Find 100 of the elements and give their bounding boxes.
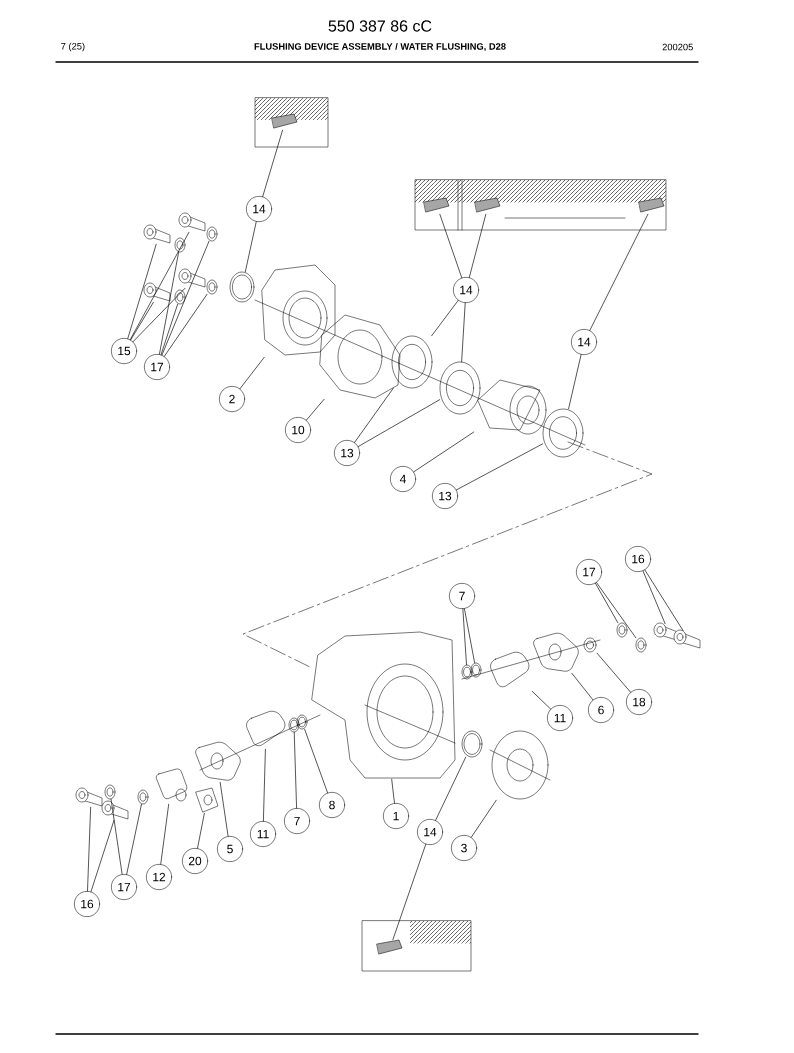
washer <box>635 637 647 653</box>
leader-line <box>391 778 395 804</box>
screw <box>75 787 103 807</box>
seal-section <box>638 197 665 213</box>
fitting <box>533 632 579 672</box>
leader-line <box>304 728 328 794</box>
screw <box>178 212 206 232</box>
leader-line <box>413 431 475 473</box>
callout-number: 20 <box>182 848 208 874</box>
callout-number: 17 <box>144 354 170 380</box>
callout-number: 13 <box>334 440 360 466</box>
callout-number: 5 <box>217 836 243 862</box>
leader-line <box>160 803 170 865</box>
leader-line <box>161 240 210 356</box>
callout-number: 14 <box>571 329 597 355</box>
sleeve <box>477 379 547 435</box>
leader-line <box>239 356 265 390</box>
plug <box>583 637 597 653</box>
leader-line <box>263 748 266 822</box>
leader-line <box>90 819 115 893</box>
washer <box>174 289 186 305</box>
leader-line <box>596 652 631 693</box>
washer <box>206 226 218 242</box>
leader-line <box>642 570 666 625</box>
leader-line <box>470 799 497 838</box>
callout-number: 14 <box>246 196 272 222</box>
leader-line <box>357 399 441 447</box>
o-ring <box>288 717 300 733</box>
washer <box>616 622 628 638</box>
nut <box>195 787 219 813</box>
end-cap <box>491 730 549 800</box>
fitting <box>195 741 241 781</box>
leader-line <box>461 302 466 363</box>
leader-line <box>568 354 582 410</box>
callout-number: 17 <box>576 559 602 585</box>
callout-number: 14 <box>453 277 479 303</box>
leader-line <box>596 582 637 639</box>
leader-line <box>589 213 649 331</box>
seal-ring <box>542 408 584 458</box>
leader-line <box>531 690 551 710</box>
leader-line <box>160 303 178 356</box>
callout-number: 12 <box>146 864 172 890</box>
elbow-fitting <box>155 768 188 802</box>
leader-line <box>127 243 157 339</box>
seal-ring <box>391 335 433 389</box>
leader-line <box>159 251 179 355</box>
leader-line <box>245 221 257 273</box>
o-ring <box>461 664 473 680</box>
leader-line <box>431 300 459 337</box>
callout-number: 4 <box>390 466 416 492</box>
seal-section <box>423 197 450 213</box>
page-number: 7 (25) <box>61 42 85 52</box>
leader-line <box>164 293 208 357</box>
leader-line <box>435 756 466 821</box>
leader-line <box>262 129 283 197</box>
leader-line <box>456 443 544 491</box>
document-number: 550 387 86 cC <box>328 20 432 32</box>
callout-number: 3 <box>451 835 477 861</box>
seal-ring <box>229 271 255 303</box>
gasket <box>319 314 401 399</box>
seal-ring <box>439 361 481 415</box>
callout-number: 10 <box>285 417 311 443</box>
leader-line <box>571 672 594 701</box>
seal-ring <box>461 730 483 758</box>
seal-section <box>271 113 298 129</box>
callout-number: 16 <box>74 891 100 917</box>
leader-line <box>87 806 91 892</box>
leader-line <box>644 569 684 632</box>
housing <box>311 631 456 779</box>
leader-line <box>197 812 205 849</box>
title: FLUSHING DEVICE ASSEMBLY / WATER FLUSHING, D28 <box>254 42 506 52</box>
leader-line <box>462 608 467 666</box>
callout-number: 11 <box>547 705 573 731</box>
leader-line <box>354 387 394 443</box>
callout-number: 14 <box>417 819 443 845</box>
washer <box>137 789 149 805</box>
leader-line <box>468 213 487 278</box>
callout-number: 7 <box>449 583 475 609</box>
leader-line <box>306 398 325 421</box>
screw <box>143 224 171 244</box>
callout-number: 13 <box>432 483 458 509</box>
leader-line <box>293 731 297 809</box>
leader-line <box>595 582 619 624</box>
callout-number: 7 <box>284 808 310 834</box>
screw <box>673 629 701 649</box>
leader-line <box>129 231 190 340</box>
leader-line <box>126 803 142 875</box>
callout-number: 6 <box>588 697 614 723</box>
callout-number: 15 <box>111 338 137 364</box>
o-ring <box>296 714 308 730</box>
callout-number: 17 <box>111 874 137 900</box>
leader-line <box>219 781 229 837</box>
callout-number: 1 <box>383 803 409 829</box>
callout-number: 18 <box>626 689 652 715</box>
callout-number: 16 <box>625 546 651 572</box>
leader-line <box>392 843 427 941</box>
leader-line <box>439 213 463 279</box>
seal-section <box>474 197 501 213</box>
washer <box>206 279 218 295</box>
callout-number: 2 <box>219 386 245 412</box>
